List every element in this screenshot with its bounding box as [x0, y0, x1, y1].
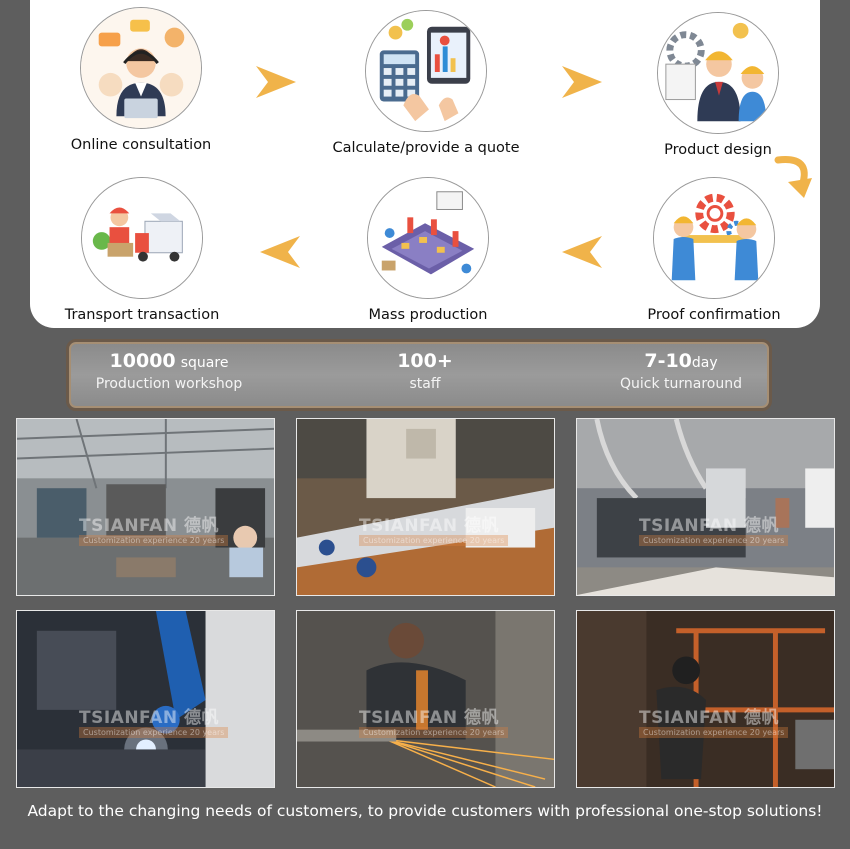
factory-line-icon	[367, 177, 489, 299]
proof-gear-icon	[653, 177, 775, 299]
stat-value: 7-10	[644, 350, 692, 372]
step-product-design: Product design	[618, 12, 818, 158]
footer-tagline: Adapt to the changing needs of customers…	[27, 802, 823, 820]
stat-caption: Quick turnaround	[619, 376, 742, 392]
watermark-tagline: Customization experience 20 years	[639, 727, 789, 738]
watermark-logo: TSIANFAN 德帆	[79, 516, 220, 536]
photo-welding-frame: TSIANFAN 德帆 Customization experience 20 …	[576, 610, 835, 788]
step-label: Calculate/provide a quote	[332, 140, 520, 156]
step-online-consultation: Online consultation	[41, 7, 241, 153]
step-label: Product design	[664, 142, 772, 158]
watermark-logo: TSIANFAN 德帆	[79, 708, 220, 728]
stat-unit: square	[180, 355, 229, 371]
process-card: Online consultation	[30, 0, 820, 328]
calculator-quote-icon	[365, 10, 487, 132]
customer-service-icon	[80, 7, 202, 129]
watermark-tagline: Customization experience 20 years	[359, 727, 509, 738]
step-mass-production: Mass production	[328, 177, 528, 323]
stats-bar: 10000 square Production workshop 100+ st…	[66, 339, 772, 411]
watermark-tagline: Customization experience 20 years	[79, 535, 229, 546]
step-label: Mass production	[368, 307, 488, 323]
photo-laser-cutting: TSIANFAN 德帆 Customization experience 20 …	[296, 418, 555, 596]
watermark-tagline: Customization experience 20 years	[639, 535, 789, 546]
step-transport-transaction: Transport transaction	[42, 177, 242, 323]
delivery-truck-icon	[81, 177, 203, 299]
step-proof-confirmation: Proof confirmation	[614, 177, 814, 323]
arrow-left-icon	[562, 236, 602, 268]
stat-unit: day	[691, 355, 718, 371]
engineer-design-icon	[657, 12, 779, 134]
step-label: Proof confirmation	[647, 307, 781, 323]
arrow-left-icon	[260, 236, 300, 268]
stat-caption: staff	[409, 376, 441, 392]
step-label: Online consultation	[70, 137, 212, 153]
curved-arrow-down-icon	[774, 156, 812, 198]
photo-robot-welding: TSIANFAN 德帆 Customization experience 20 …	[16, 610, 275, 788]
arrow-right-icon	[256, 66, 296, 98]
stat-value: 10000	[109, 350, 176, 372]
step-label: Transport transaction	[64, 307, 220, 323]
stat-workshop: 10000 square Production workshop	[69, 350, 269, 392]
watermark-tagline: Customization experience 20 years	[359, 535, 509, 546]
photo-workshop-hall: TSIANFAN 德帆 Customization experience 20 …	[16, 418, 275, 596]
stat-caption: Production workshop	[95, 376, 243, 392]
watermark-logo: TSIANFAN 德帆	[359, 516, 500, 536]
watermark-tagline: Customization experience 20 years	[79, 727, 229, 738]
watermark-logo: TSIANFAN 德帆	[639, 708, 780, 728]
watermark-logo: TSIANFAN 德帆	[359, 708, 500, 728]
step-calculate-quote: Calculate/provide a quote	[326, 10, 526, 156]
photo-cnc-machine: TSIANFAN 德帆 Customization experience 20 …	[576, 418, 835, 596]
stat-staff: 100+ staff	[325, 350, 525, 392]
watermark-logo: TSIANFAN 德帆	[639, 516, 780, 536]
stat-turnaround: 7-10day Quick turnaround	[581, 350, 781, 392]
photo-grinding-sparks: TSIANFAN 德帆 Customization experience 20 …	[296, 610, 555, 788]
arrow-right-icon	[562, 66, 602, 98]
stat-value: 100+	[397, 350, 453, 372]
